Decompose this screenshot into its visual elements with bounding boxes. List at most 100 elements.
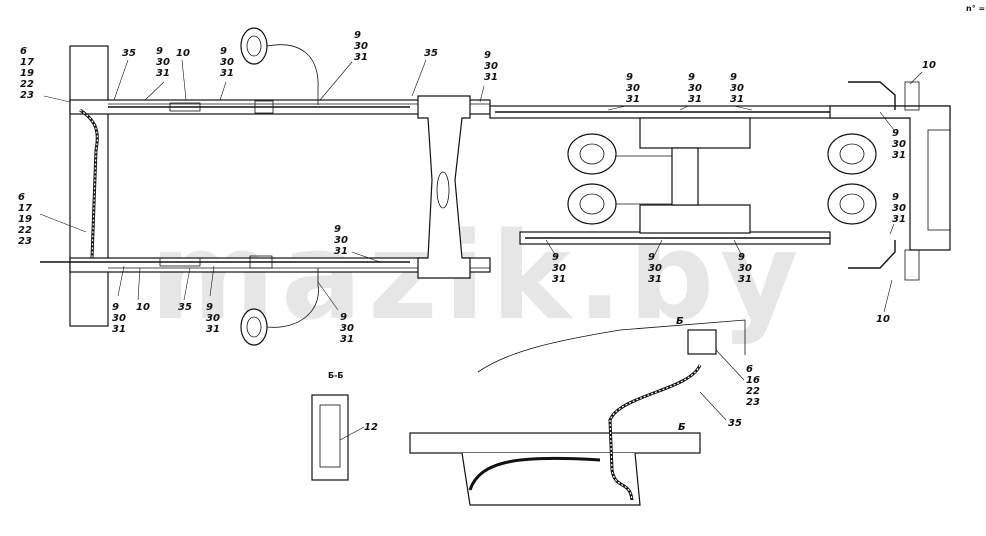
callout-leader [144,81,165,101]
callout-number: 9 [626,72,633,83]
callout-number: 31 [648,274,662,285]
callout-number: 30 [552,263,566,274]
corner-mark: n° === [966,4,986,13]
callout-number: 30 [156,57,170,68]
callout-leader [545,239,557,257]
callout-number: 35 [728,418,742,429]
callout-number: 10 [176,48,190,59]
callout-leader [137,267,141,301]
callout-leader [715,349,745,381]
callout-number: 35 [424,48,438,59]
callout-leader [351,251,381,263]
callout-leader [653,239,663,257]
callout-number: 9 [334,224,341,235]
callout-number: 22 [746,386,760,397]
callout-number: 10 [136,302,150,313]
callout-leader [733,239,743,257]
callout-number: 31 [206,324,220,335]
callout-number: 23 [20,90,34,101]
callout-number: 9 [730,72,737,83]
callout-leader [319,61,353,101]
callout-number: 31 [688,94,702,105]
callout-leader [181,59,187,101]
callout-number: 31 [552,274,566,285]
callout-labels: 6171922236171922236162223930319303193031… [18,30,936,433]
callout-number: 31 [892,214,906,225]
brake-chamber-front-lower [240,268,319,346]
callout-number: 30 [220,57,234,68]
callout-leader [879,111,895,131]
callout-number: 31 [892,150,906,161]
callout-number: 9 [220,46,227,57]
callout-leader [699,391,727,421]
callout-leader [113,59,129,101]
callout-leader [209,265,215,297]
callout-number: 9 [892,128,899,139]
callout-number: 9 [156,46,163,57]
callout-number: 30 [892,139,906,150]
callout-number: 31 [340,334,354,345]
rear-brake-chambers [567,133,877,225]
callout-leader [183,267,191,301]
rear-frame [489,105,951,251]
callout-number: 30 [688,83,702,94]
callout-number: 30 [354,41,368,52]
lower-detail-view [409,319,746,506]
rear-couplings [848,81,920,281]
callout-leader [607,105,627,111]
callout-leader [317,281,339,311]
callout-number: 6 [746,364,753,375]
callout-number: 31 [626,94,640,105]
callout-number: 30 [112,313,126,324]
callout-number: 22 [18,225,32,236]
callout-number: 30 [738,263,752,274]
callout-leader [909,71,923,85]
callout-number: 9 [688,72,695,83]
callout-number: 30 [730,83,744,94]
callout-number: 22 [20,79,34,90]
callout-number: 31 [354,52,368,63]
callout-leader [411,59,427,97]
callout-number: 9 [206,302,213,313]
callout-number: 31 [220,68,234,79]
callout-leader [883,279,893,313]
callout-leader [679,105,689,111]
callout-number: 6 [20,46,27,57]
callout-number: 10 [922,60,936,71]
callout-leader [219,81,227,101]
callout-number: 35 [178,302,192,313]
callout-number: 9 [340,312,347,323]
callout-leader [43,95,71,103]
callout-number: 23 [746,397,760,408]
callout-number: 31 [730,94,744,105]
callout-number: 9 [112,302,119,313]
callout-number: 31 [156,68,170,79]
callout-number: 9 [648,252,655,263]
callout-number: 9 [354,30,361,41]
callout-number: 30 [626,83,640,94]
callout-number: 23 [18,236,32,247]
section-marker-top: Б [676,316,684,327]
callout-number: 31 [112,324,126,335]
callout-number: 31 [334,246,348,257]
callout-number: 31 [484,72,498,83]
callout-number: 9 [892,192,899,203]
callout-leader [117,265,125,297]
callout-number: 9 [552,252,559,263]
callout-number: 31 [738,274,752,285]
callout-number: 17 [18,203,32,214]
section-view [311,394,365,481]
callout-number: 30 [206,313,220,324]
callout-number: 12 [364,422,378,433]
section-marker-bottom: Б [678,422,686,433]
callout-number: 19 [20,68,34,79]
callout-leader [479,85,485,103]
callout-number: 30 [648,263,662,274]
callout-leader [889,223,895,235]
callout-leader [39,213,87,233]
section-title: Б-Б [328,371,344,380]
callout-number: 30 [340,323,354,334]
brake-chamber-front-upper [240,27,319,105]
callout-number: 10 [876,314,890,325]
